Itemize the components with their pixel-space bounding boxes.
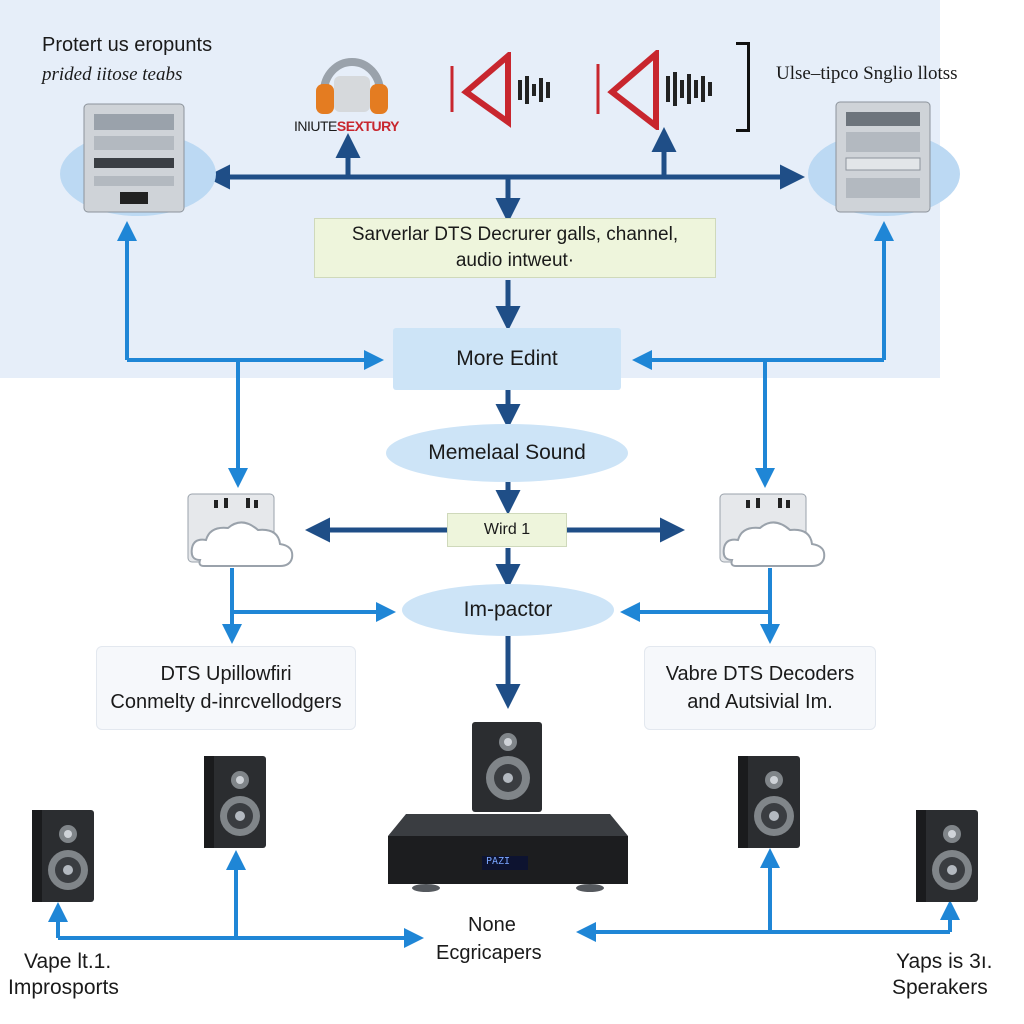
logo-text-part1: INIUTE	[294, 118, 337, 134]
bottom-left-line2: Improsports	[8, 976, 119, 999]
left-server-icon	[58, 100, 218, 220]
speaker-icon	[202, 754, 270, 850]
bottom-center-line1: None	[468, 914, 516, 936]
left-caption-line1: DTS Upillowfiri	[160, 663, 292, 685]
left-cloud-device-icon	[184, 488, 296, 570]
right-caption-box: Vabre DTS Decoders and Autsivial Im.	[644, 646, 876, 730]
decoder-callout: Sarverlar DTS Decrurer galls, channel, a…	[314, 218, 716, 278]
av-receiver-icon: PAZI	[386, 810, 630, 892]
speaker-icon	[30, 808, 98, 904]
top-left-subtitle: prided iitose teabs	[42, 64, 183, 85]
memelaal-sound-node: Memelaal Sound	[386, 424, 628, 482]
left-caption-line2: Conmelty d‐inrcvellodgers	[110, 691, 342, 713]
headphones-logo-text: INIUTESEXTURY	[294, 118, 400, 134]
bottom-left-line1: Vape lt.1.	[24, 950, 112, 973]
top-right-title: Ulse–tipco Snglio llotss	[776, 63, 958, 84]
right-server-icon	[806, 100, 966, 220]
bottom-right-line2: Sperakers	[892, 976, 988, 999]
speaker-wave-icon	[594, 47, 720, 133]
wird-node: Wird 1	[447, 513, 567, 547]
speaker-icon	[736, 754, 804, 850]
bottom-center-line2: Ecgricapers	[436, 942, 542, 964]
logo-text-part2: SEXTURY	[336, 118, 400, 134]
center-speaker-icon	[470, 720, 546, 814]
decoder-callout-line2: audio intweut·	[455, 250, 575, 271]
decoder-callout-line1: Sarverlar DTS Decrurer galls, channel,	[351, 224, 679, 245]
left-caption-box: DTS Upillowfiri Conmelty d‐inrcvellodger…	[96, 646, 356, 730]
headphones-icon	[312, 44, 392, 118]
top-left-title: Protert us eropunts	[42, 34, 213, 56]
speaker-icon	[914, 808, 982, 904]
right-caption-line1: Vabre DTS Decoders	[665, 663, 855, 685]
receiver-display-text: PAZI	[486, 856, 511, 867]
bottom-right-line1: Yaps is 3ı.	[896, 950, 993, 973]
impactor-node: Im-pactor	[402, 584, 614, 636]
speaker-wave-icon	[448, 49, 560, 128]
more-edit-node: More Edint	[393, 328, 621, 390]
right-cloud-device-icon	[716, 488, 828, 570]
right-caption-line2: and Autsivial Im.	[687, 691, 833, 713]
bracket-mark	[736, 42, 750, 132]
